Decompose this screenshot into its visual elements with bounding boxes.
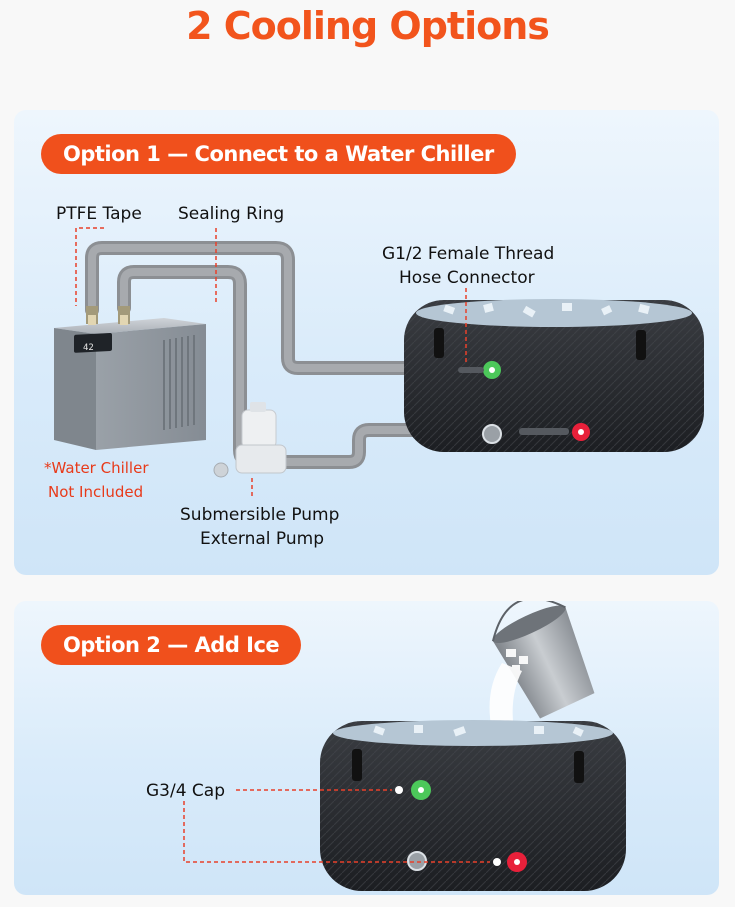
pump — [213, 402, 287, 478]
tub-option2 — [320, 720, 626, 891]
option1-illustration: 42 — [54, 227, 704, 496]
option2-panel: Option 2 — Add Ice — [14, 601, 719, 895]
option2-heading: Option 2 — Add Ice — [41, 625, 302, 665]
chiller-display — [74, 332, 112, 353]
sealing-ring-label: Sealing Ring — [178, 204, 285, 224]
option2-illustration — [183, 601, 626, 891]
callout-lines — [75, 227, 467, 496]
connector-label-line2: Hose Connector — [399, 268, 535, 288]
chiller-display-text: 42 — [83, 343, 94, 353]
ice-stream — [489, 649, 528, 731]
option1-heading: Option 1 — Connect to a Water Chiller — [41, 134, 516, 174]
connector-label-line1: G1/2 Female Thread — [382, 244, 555, 264]
pump-label-line2: External Pump — [200, 529, 325, 549]
water-chiller: 42 — [54, 306, 206, 450]
option1-panel: Option 1 — Connect to a Water Chiller — [14, 110, 719, 575]
ptfe-tape-label: PTFE Tape — [56, 204, 142, 224]
pump-label-line1: Submersible Pump — [180, 505, 340, 525]
chiller-note-line2: Not Included — [48, 483, 144, 501]
tub-option1 — [404, 299, 704, 452]
chiller-note-line1: *Water Chiller — [44, 459, 149, 477]
ice-bucket — [491, 601, 595, 719]
page-title: 2 Cooling Options — [186, 4, 550, 48]
cap-label: G3/4 Cap — [146, 781, 226, 801]
cap-callout-lines — [183, 789, 490, 863]
